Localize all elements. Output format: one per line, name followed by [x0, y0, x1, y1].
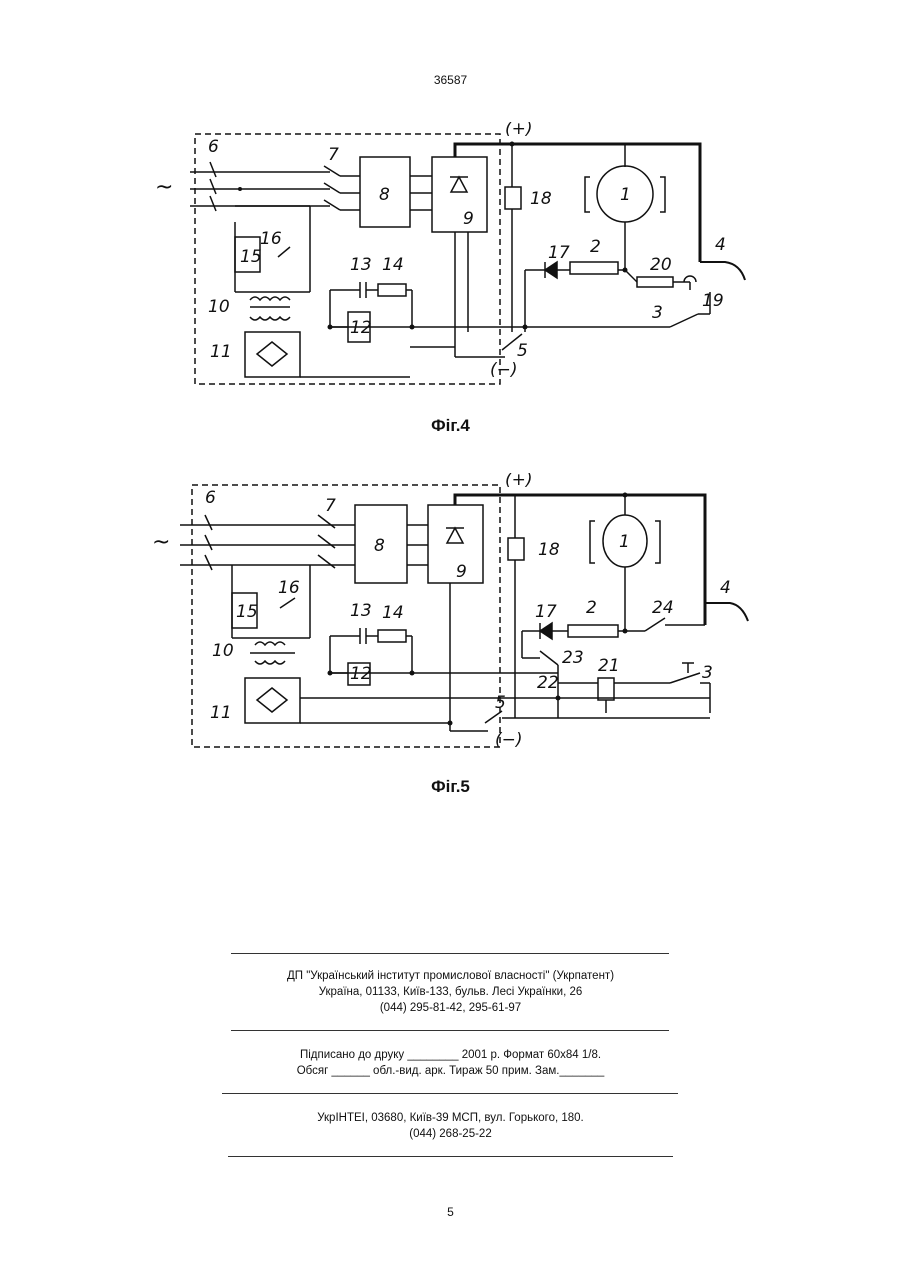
- figure-5: 6 7 8 9 1 18 2 17 24 4 23 22 21 3 5 16 1…: [150, 473, 750, 753]
- bridge-11: [245, 332, 300, 377]
- resistor-2: [568, 625, 618, 637]
- label-20: 20: [650, 255, 672, 275]
- circuit-diagram-fig5: 6 7 8 9 1 18 2 17 24 4 23 22 21 3 5 16 1…: [150, 473, 750, 753]
- label-12: 12: [350, 318, 372, 338]
- label-16: 16: [278, 578, 300, 598]
- resistor-14: [378, 630, 406, 642]
- printer-line: УкрІНТЕІ, 03680, Київ-39 МСП, вул. Горьк…: [0, 1110, 901, 1126]
- label-22: 22: [537, 673, 559, 693]
- resistor-14: [378, 284, 406, 296]
- relay-21: [598, 678, 614, 700]
- figure-5-caption: Фіг.5: [0, 777, 901, 797]
- label-4: 4: [720, 578, 731, 598]
- publisher-line: ДП "Український інститут промислової вла…: [0, 968, 901, 984]
- print-info-line: Обсяг ______ обл.-вид. арк. Тираж 50 при…: [0, 1063, 901, 1079]
- ac-symbol: ~: [152, 530, 170, 555]
- polarity-plus: (+): [505, 122, 533, 139]
- printer-line: (044) 268-25-22: [0, 1126, 901, 1142]
- label-16: 16: [260, 229, 282, 249]
- divider: [231, 953, 669, 954]
- label-14: 14: [382, 603, 404, 623]
- cable-4: [700, 262, 745, 280]
- label-5: 5: [495, 693, 506, 713]
- label-6: 6: [205, 488, 216, 508]
- resistor-2: [570, 262, 618, 274]
- ac-symbol: ~: [155, 175, 173, 200]
- transformer-10: [255, 642, 285, 645]
- label-8: 8: [374, 536, 385, 556]
- cable-4: [705, 603, 748, 621]
- relay-18: [508, 538, 524, 560]
- polarity-minus: (−): [495, 730, 523, 750]
- label-3: 3: [702, 663, 713, 683]
- publisher-line: (044) 295-81-42, 295-61-97: [0, 1000, 901, 1016]
- relay-18: [505, 187, 521, 209]
- switch-3-button: [682, 663, 694, 673]
- polarity-minus: (−): [490, 360, 518, 380]
- label-18: 18: [538, 540, 560, 560]
- print-info-line: Підписано до друку ________ 2001 р. Форм…: [0, 1047, 901, 1063]
- label-13: 13: [350, 255, 372, 275]
- label-21: 21: [598, 656, 620, 676]
- label-11: 11: [210, 342, 232, 362]
- label-1: 1: [620, 185, 631, 205]
- label-18: 18: [530, 189, 552, 209]
- label-1: 1: [619, 532, 630, 552]
- document-number: 36587: [0, 73, 901, 87]
- label-2: 2: [586, 598, 597, 618]
- label-6: 6: [208, 137, 219, 157]
- polarity-plus: (+): [505, 473, 533, 490]
- label-8: 8: [379, 185, 390, 205]
- printer-block: УкрІНТЕІ, 03680, Київ-39 МСП, вул. Горьк…: [0, 1110, 901, 1142]
- label-2: 2: [590, 237, 601, 257]
- label-3: 3: [652, 303, 663, 323]
- label-24: 24: [652, 598, 674, 618]
- publisher-line: Україна, 01133, Київ-133, бульв. Лесі Ук…: [0, 984, 901, 1000]
- label-14: 14: [382, 255, 404, 275]
- divider: [222, 1093, 678, 1094]
- figure-4: 6 7 8 9 1 18 2 17 20 4 19 3 5 16 15 10 1…: [150, 122, 750, 392]
- label-7: 7: [328, 145, 339, 165]
- label-17: 17: [548, 243, 570, 263]
- circuit-diagram-fig4: 6 7 8 9 1 18 2 17 20 4 19 3 5 16 15 10 1…: [150, 122, 750, 392]
- label-5: 5: [517, 341, 528, 361]
- divider: [231, 1030, 669, 1031]
- label-15: 15: [240, 247, 262, 267]
- label-10: 10: [212, 641, 234, 661]
- label-19: 19: [702, 291, 724, 311]
- diode-17: [540, 623, 552, 639]
- label-13: 13: [350, 601, 372, 621]
- divider: [228, 1156, 673, 1157]
- label-9: 9: [456, 562, 467, 582]
- publisher-block: ДП "Український інститут промислової вла…: [0, 968, 901, 1016]
- bridge-11: [245, 678, 300, 723]
- label-7: 7: [325, 496, 336, 516]
- label-17: 17: [535, 602, 557, 622]
- label-4: 4: [715, 235, 726, 255]
- label-10: 10: [208, 297, 230, 317]
- label-12: 12: [350, 664, 372, 684]
- print-info-block: Підписано до друку ________ 2001 р. Форм…: [0, 1047, 901, 1079]
- transformer-10: [250, 297, 290, 300]
- resistor-20: [637, 277, 673, 287]
- block-9-rectifier: [432, 157, 487, 232]
- label-9: 9: [463, 209, 474, 229]
- label-23: 23: [562, 648, 584, 668]
- label-11: 11: [210, 703, 232, 723]
- sensor-19: [684, 276, 696, 290]
- figure-4-caption: Фіг.4: [0, 416, 901, 436]
- diode-17: [545, 262, 557, 278]
- label-15: 15: [236, 602, 258, 622]
- page-number: 5: [0, 1205, 901, 1219]
